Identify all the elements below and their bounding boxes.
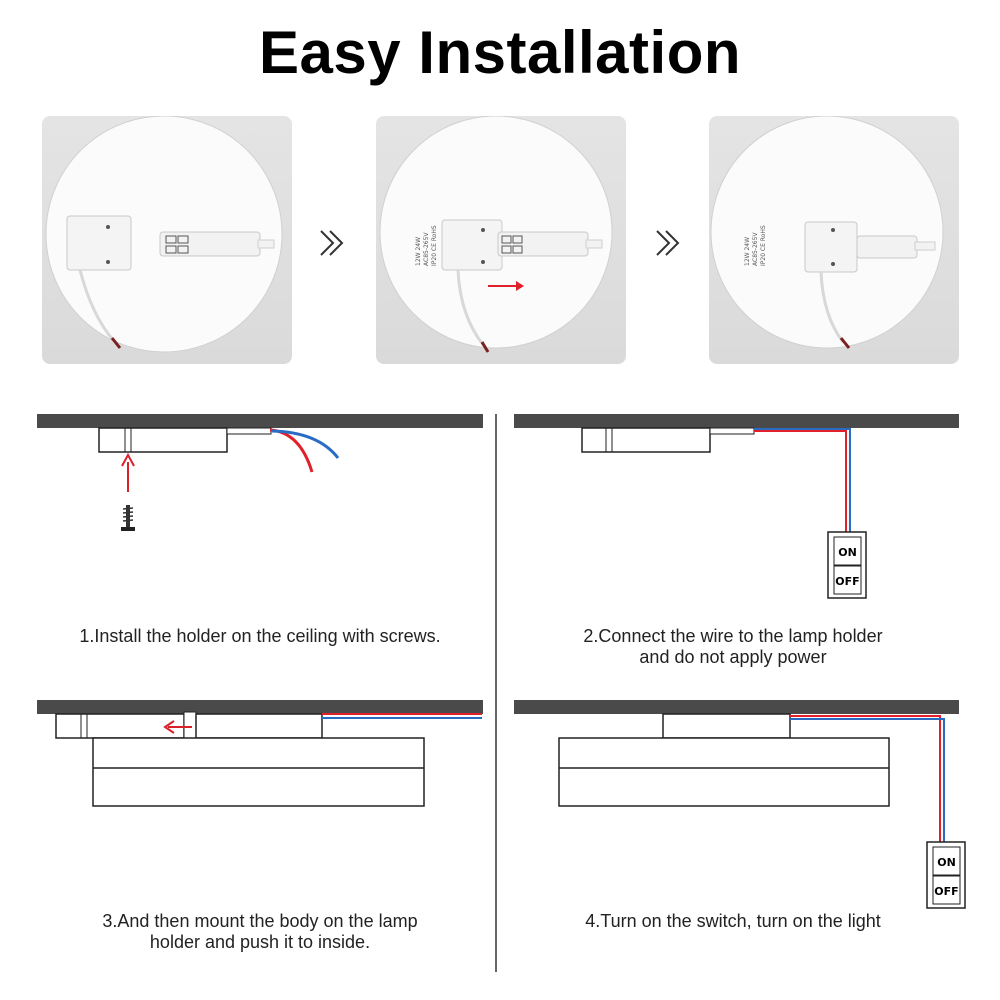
photo-step-holder [42, 116, 292, 364]
wall-switch: ON OFF [827, 531, 867, 599]
step-1-line-1: 1.Install the holder on the ceiling with… [79, 626, 441, 646]
step-4-caption: 4.Turn on the switch, turn on the light [496, 911, 970, 932]
diagram-step-2: ON OFF [514, 414, 959, 599]
step-2-caption: 2.Connect the wire to the lamp holder an… [496, 626, 970, 668]
ceiling [37, 414, 483, 428]
switch-on-label: ON [838, 546, 857, 559]
wall-switch: ON OFF [926, 841, 966, 909]
photo-label-line-2: AC85-265V [752, 232, 759, 266]
lamp-body [558, 737, 890, 807]
photo-label-line-1: 12W 24W [744, 237, 751, 266]
step-3-line-1: 3.And then mount the body on the lamp [102, 911, 418, 931]
step-3-line-2: holder and push it to inside. [149, 932, 371, 952]
diagram-step-4: ON OFF [514, 700, 966, 909]
photo-step-mounted: 12W 24W AC85-265V IP20 CE RoHS [709, 116, 959, 364]
ceiling [37, 700, 483, 714]
step-2-line-1: 2.Connect the wire to the lamp holder [583, 626, 883, 646]
blue-wire [790, 718, 945, 844]
diagram-step-1 [37, 414, 483, 531]
switch-off-label: OFF [835, 575, 859, 588]
step-1-caption: 1.Install the holder on the ceiling with… [20, 626, 500, 647]
step-3-caption: 3.And then mount the body on the lamp ho… [20, 911, 500, 953]
photo-label-line-3: IP20 CE RoHS [431, 225, 438, 266]
lamp-holder [581, 427, 711, 453]
ceiling [514, 700, 959, 714]
photo-label-line-2: AC85-265V [423, 232, 430, 266]
red-wire [754, 430, 847, 534]
chevron-right-icon [656, 230, 680, 256]
step-2-line-2: and do not apply power [639, 647, 827, 667]
screw-icon [121, 505, 135, 531]
red-wire [790, 715, 941, 844]
chevron-right-icon [320, 230, 344, 256]
photo-step-wired: 12W 24W AC85-265V IP20 CE RoHS [376, 116, 626, 364]
lamp-holder [662, 713, 791, 739]
photo-label-line-1: 12W 24W [415, 237, 422, 266]
page-title: Easy Installation [259, 19, 741, 86]
switch-off-label: OFF [934, 885, 958, 898]
blue-wire [271, 429, 340, 459]
switch-on-label: ON [937, 856, 956, 869]
ceiling [514, 414, 959, 428]
photo-label-line-3: IP20 CE RoHS [760, 225, 767, 266]
diagram-step-3 [37, 700, 483, 807]
blue-wire [754, 428, 851, 534]
lamp-body [92, 737, 425, 807]
lamp-holder [98, 427, 228, 453]
step-4-line-1: 4.Turn on the switch, turn on the light [585, 911, 881, 931]
